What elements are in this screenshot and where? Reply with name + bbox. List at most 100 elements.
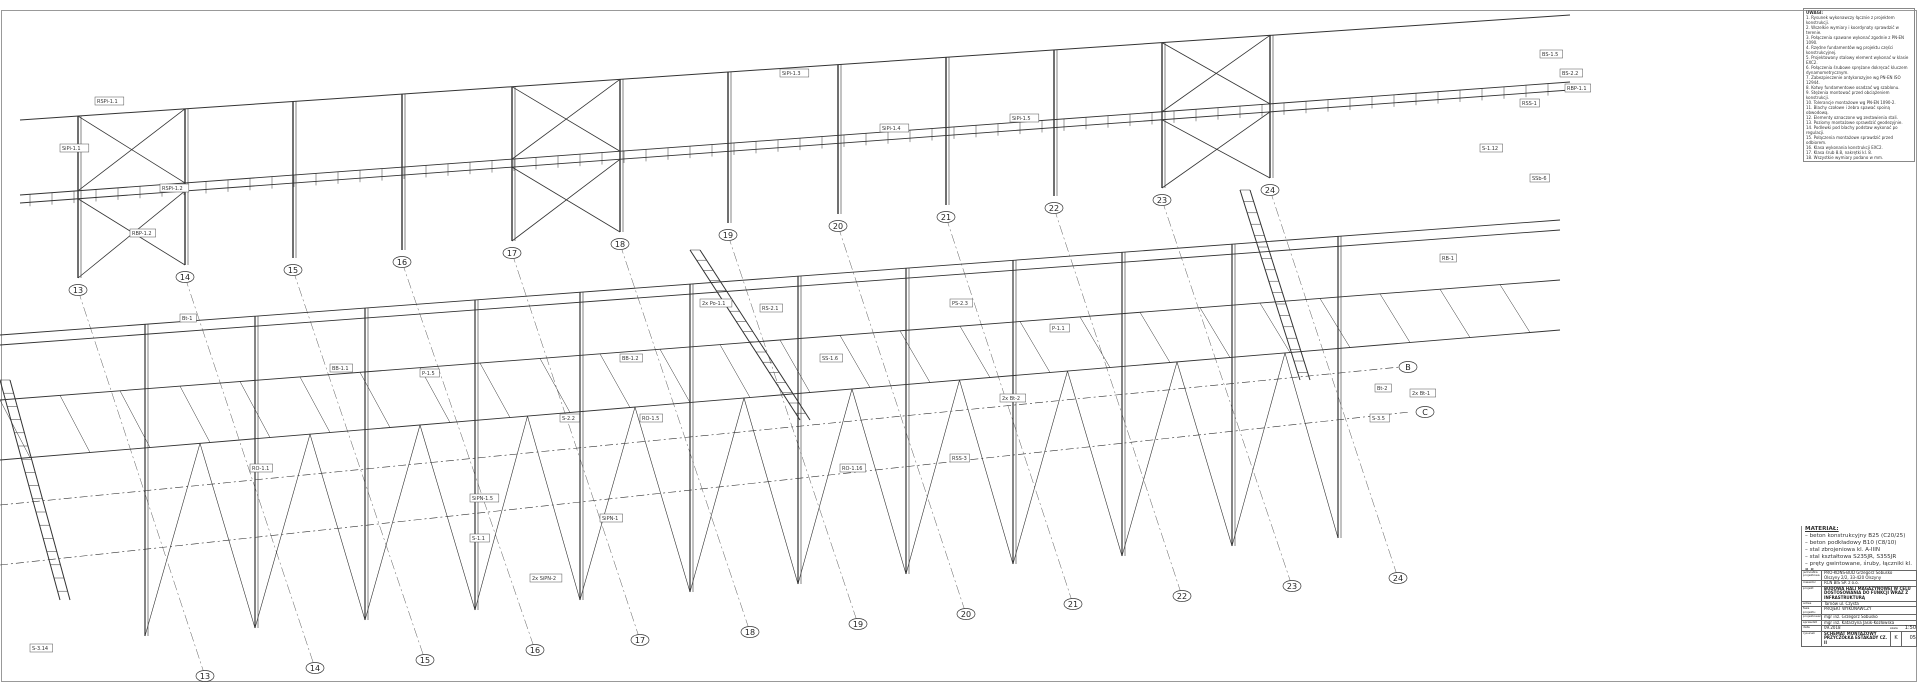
knee-brace [1176, 361, 1233, 547]
grid-axis-label: 23 [1287, 582, 1297, 591]
grid-line [292, 269, 426, 661]
grid-bubble-lower: 18 [740, 626, 760, 638]
deck-joist [1139, 312, 1171, 363]
designer-role: projektował [1803, 613, 1822, 620]
member-label: S-2.2 [559, 413, 580, 423]
materials-list: MATERIAŁ: – beton konstrukcyjny B25 (C20… [1801, 526, 1917, 575]
deck-joist [1079, 316, 1111, 368]
knee-brace [1012, 370, 1068, 565]
beam [0, 329, 1561, 461]
stair-stringer [1249, 189, 1311, 381]
deck-joist [1319, 298, 1351, 348]
member-label-text: RO-1.5 [642, 416, 659, 422]
grid-line [619, 243, 751, 633]
note-item: 1. Rysunek wykonawczy łącznie z projekte… [1806, 15, 1895, 25]
member-label-text: P-1.5 [422, 371, 435, 377]
note-item: 14. Podlewki pod blachy podstaw wykonać … [1806, 125, 1898, 135]
knee-brace [634, 406, 691, 593]
drawing-number: 05 [1901, 631, 1916, 646]
member-label: PS-2.3 [949, 298, 973, 308]
notes-list: 1. Rysunek wykonawczy łącznie z projekte… [1806, 15, 1912, 160]
grid-axis-label: 19 [723, 231, 733, 240]
knee-brace [1231, 352, 1286, 547]
member-label: RO-1.16 [839, 463, 866, 473]
member-label: SiPi-1.5 [1009, 113, 1040, 123]
member-label: RBP-1.1 [1564, 83, 1591, 93]
knee-brace [527, 415, 581, 601]
grid-bubble-lower: 20 [956, 608, 976, 620]
grid-axis-label: 15 [420, 656, 430, 665]
note-item: 2. Wszelkie wymiary i koordynaty sprawdz… [1806, 25, 1899, 35]
member-label: SiPi-1.3 [779, 68, 810, 78]
grid-axis-bubbles: 1313141415151616171718181919202021212222… [68, 184, 1435, 682]
grid-line [1161, 199, 1293, 587]
grid-line [401, 261, 536, 651]
knee-brace [1121, 361, 1178, 557]
member-label: SiPN-1.5 [469, 493, 500, 503]
grid-axis-label: 16 [397, 258, 407, 267]
material-item: – beton konstrukcyjny B25 (C20/25) [1805, 533, 1906, 539]
member-label-text: S-1.1 [472, 536, 485, 542]
member-label: P-1.5 [419, 368, 440, 378]
site: Tarnów ul. Czysta [1824, 600, 1859, 606]
note-item: 3. Połączenia spawane wykonać zgodnie z … [1806, 35, 1905, 45]
member-label-text: SiPi-1.1 [62, 146, 81, 152]
member-labels: RSPi-1.1RSPi-1.2SiPi-1.1SiPi-1.3SiPi-1.4… [29, 49, 1591, 653]
knee-brace [579, 407, 636, 601]
x-brace [77, 108, 186, 192]
member-label: BS-1.5 [1539, 49, 1563, 59]
knee-brace [144, 443, 201, 637]
note-item: 17. Klasa śrub 8.8, nakrętki kl. 8. [1806, 150, 1873, 155]
grid-bubble-lower: 23 [1282, 580, 1302, 592]
member-label-text: S-3.14 [32, 646, 48, 652]
grid-bubble-upper: 21 [936, 211, 956, 223]
grid-axis-label: 21 [1068, 600, 1078, 609]
member-label-text: S-1.12 [1482, 146, 1498, 152]
scale-label: skala [1890, 626, 1898, 631]
checker-name: mgr inż. Katarzyna Jasik-Kozłowska [1824, 619, 1895, 625]
member-label: 2x Po-1.1 [699, 298, 733, 308]
member-label-text: BS-2.2 [1562, 71, 1578, 77]
member-label-text: RSPi-1.1 [97, 99, 118, 105]
x-brace [511, 79, 621, 160]
grid-axis-label: 22 [1177, 592, 1187, 601]
grid-axis-label: 17 [507, 249, 517, 258]
grid-axis-label: 18 [745, 628, 755, 637]
knee-brace [1067, 370, 1123, 557]
member-label-text: P-1.1 [1052, 326, 1065, 332]
grid-bubble-lower: 19 [848, 618, 868, 630]
stair-stringer [9, 379, 71, 601]
note-item: 6. Połączenia śrubowe sprężane dokręcać … [1806, 65, 1908, 75]
member-label-text: SiPi-1.3 [782, 71, 801, 77]
grid-axis-label: 19 [853, 620, 863, 629]
member-label: RS-2.1 [759, 303, 783, 313]
designer: PRO-KONS-BUD Grzegorz Sobusko [1824, 570, 1893, 575]
member-label-text: RB-1 [1442, 256, 1454, 262]
grid-axis-label: C [1422, 408, 1428, 417]
deck-joist [1019, 321, 1051, 373]
date-label: data [1802, 626, 1822, 631]
member-label-text: Bt-2 [1377, 386, 1387, 392]
structural-drawing: RSPi-1.1RSPi-1.2SiPi-1.1SiPi-1.3SiPi-1.4… [0, 14, 1591, 682]
member-label-text: RS-2.1 [762, 306, 778, 312]
grid-line [77, 289, 206, 677]
member-label: SiPi-1.1 [59, 143, 90, 153]
member-label-text: PS-2.3 [952, 301, 968, 307]
knee-brace [743, 397, 799, 585]
knee-brace [1284, 352, 1339, 539]
deck-joist [779, 339, 811, 393]
grid-line [727, 234, 859, 625]
investor: RCN BIS SP. z o.o. [1824, 580, 1859, 586]
deck-joist [539, 358, 571, 413]
member-label-text: RO-1.1 [252, 466, 269, 472]
grid-axis-label: 21 [941, 213, 951, 222]
knee-brace [199, 443, 256, 629]
grid-line [945, 216, 1074, 605]
beam [0, 229, 1561, 346]
grid-line [184, 276, 316, 669]
member-label-text: BB-1.1 [332, 366, 349, 372]
grid-bubble-lower: 14 [305, 662, 325, 674]
knee-brace [959, 379, 1014, 565]
x-brace [1161, 34, 1271, 113]
x-brace [511, 158, 621, 242]
